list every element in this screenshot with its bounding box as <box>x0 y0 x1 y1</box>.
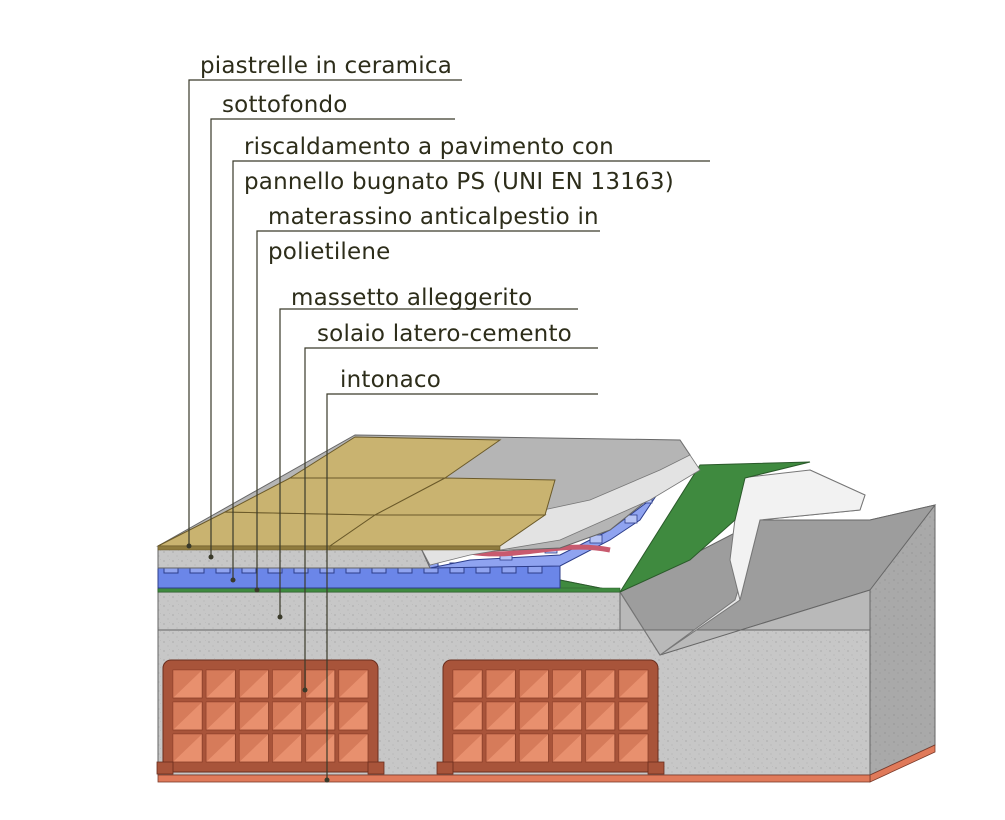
leader-dot <box>324 777 330 783</box>
hollow-brick-blocks <box>156 659 665 775</box>
leader-dot <box>277 614 283 620</box>
label-slab: solaio latero-cemento <box>317 321 572 347</box>
ceramic-tile <box>374 477 556 516</box>
brick-cell-shade <box>486 670 516 698</box>
brick-cell-shade <box>453 670 483 698</box>
insulation-top-boss <box>624 514 638 524</box>
brick-cell-shade <box>519 702 549 730</box>
leader-dot <box>186 543 192 549</box>
leader-line <box>210 118 455 557</box>
leader-dot <box>208 554 214 560</box>
brick-foot-left <box>156 761 174 775</box>
plaster-front-strip <box>157 774 871 783</box>
brick-cell-shade <box>206 702 236 730</box>
brick-cell-shade <box>338 734 368 762</box>
brick-foot-right <box>367 761 385 775</box>
brick-cell-shade <box>206 734 236 762</box>
brick-cell-shade <box>453 702 483 730</box>
brick-cell-shade <box>173 702 203 730</box>
label-underfloor-heating-line2: pannello bugnato PS (UNI EN 13163) <box>244 169 674 195</box>
brick-cell-shade <box>552 702 582 730</box>
brick-cell-shade <box>453 734 483 762</box>
brick-cell-shade <box>585 670 615 698</box>
label-screed-base: sottofondo <box>222 92 348 118</box>
brick-cell-shade <box>338 670 368 698</box>
leader-line <box>326 393 598 780</box>
brick-cell-shade <box>173 734 203 762</box>
label-leader-lines <box>186 79 710 783</box>
brick-cell-shade <box>305 702 335 730</box>
leader-dot <box>254 587 260 593</box>
brick-cell-shade <box>486 702 516 730</box>
label-acoustic-mat-line1: materassino anticalpestio in <box>268 204 599 230</box>
label-ceramic-tiles: piastrelle in ceramica <box>200 53 452 79</box>
brick-cell-shade <box>618 702 648 730</box>
leader-dot <box>302 687 308 693</box>
brick-cell-shade <box>519 670 549 698</box>
brick-cell-shade <box>239 734 269 762</box>
brick-cell-shade <box>552 670 582 698</box>
brick-cell-shade <box>618 734 648 762</box>
leader-line <box>188 79 462 546</box>
brick-foot-right <box>647 761 665 775</box>
ceramic-tile <box>288 436 502 479</box>
brick-cell-shade <box>618 670 648 698</box>
heating-pipe-1 <box>469 544 611 557</box>
brick-cell-shade <box>486 734 516 762</box>
brick-cell-shade <box>585 702 615 730</box>
leader-line <box>256 230 600 590</box>
lightweight-screed-front <box>157 591 621 631</box>
brick-cell-shade <box>552 734 582 762</box>
leader-line <box>304 347 598 690</box>
brick-cell-shade <box>239 670 269 698</box>
label-plaster: intonaco <box>340 367 442 393</box>
leader-dot <box>230 577 236 583</box>
brick-cell-shade <box>272 670 302 698</box>
brick-cell-shade <box>272 734 302 762</box>
brick-cell-shade <box>338 702 368 730</box>
ceramic-tile-edge <box>157 545 331 551</box>
brick-cell-shade <box>206 670 236 698</box>
leader-line <box>279 308 578 617</box>
brick-cell-shade <box>173 670 203 698</box>
brick-foot-left <box>436 761 454 775</box>
brick-cell-shade <box>305 670 335 698</box>
acoustic-mat-front <box>157 587 621 593</box>
brick-cell-shade <box>239 702 269 730</box>
label-lightweight-screed: massetto alleggerito <box>291 285 533 311</box>
label-underfloor-heating-line1: riscaldamento a pavimento con <box>244 134 614 160</box>
brick-cell-shade <box>305 734 335 762</box>
brick-cell-shade <box>519 734 549 762</box>
brick-cell-shade <box>585 734 615 762</box>
brick-cell-shade <box>272 702 302 730</box>
leader-line <box>232 160 710 580</box>
ceramic-tile-edge <box>329 545 501 551</box>
label-acoustic-mat-line2: polietilene <box>268 239 391 265</box>
lightweight-screed-ramp <box>729 469 866 601</box>
